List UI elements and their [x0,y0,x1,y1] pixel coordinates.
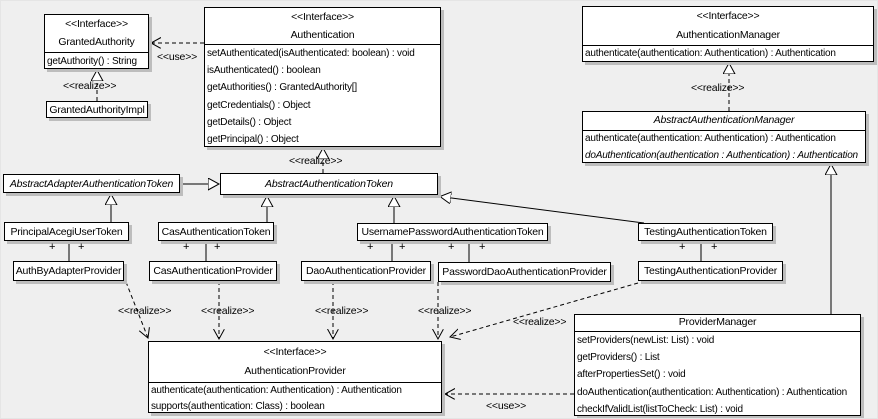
class-method: getAuthorities() : GrantedAuthority[] [207,82,357,94]
class-stereotype: <<Interface>> [263,346,327,358]
class-stereotype: <<Interface>> [65,18,128,30]
class-method: getProviders() : List [577,352,660,364]
edge-label-use: <<use>> [157,51,198,63]
multiplicity-plus: + [78,241,85,253]
class-name: TestingAuthenticationToken [644,226,767,238]
class-testing-authentication-token[interactable]: TestingAuthenticationToken [638,223,773,241]
edge-label-use: <<use>> [486,400,527,412]
edge-label-realize: <<realize>> [201,305,255,317]
edge-gen-testingauthenticationtoken [440,197,645,224]
multiplicity-plus: + [214,241,221,253]
multiplicity-plus: + [399,241,406,253]
class-authentication[interactable]: <<Interface>> Authentication setAuthenti… [204,7,441,147]
class-method: supports(authentication: Class) : boolea… [151,401,325,412]
class-authentication-provider[interactable]: <<Interface>> AuthenticationProvider aut… [148,341,442,413]
class-abstract-authentication-token[interactable]: AbstractAuthenticationToken [220,173,438,195]
class-cas-authentication-provider[interactable]: CasAuthenticationProvider [149,261,277,281]
class-username-password-authentication-token[interactable]: UsernamePasswordAuthenticationToken [357,223,548,241]
class-name: AuthenticationProvider [244,365,346,377]
class-name: AbstractAuthenticationToken [265,178,393,190]
class-method: authenticate(authentication: Authenticat… [585,133,836,144]
class-name: TestingAuthenticationProvider [643,265,778,277]
class-provider-manager[interactable]: ProviderManager setProviders(newList: Li… [574,314,861,416]
class-method: getDetails() : Object [207,116,292,128]
class-name: UsernamePasswordAuthenticationToken [361,226,544,238]
class-testing-authentication-provider[interactable]: TestingAuthenticationProvider [638,261,783,281]
multiplicity-plus: + [679,241,686,253]
edge-label-realize: <<realize>> [118,305,172,317]
class-method: setProviders(newList: List) : void [577,335,715,346]
class-name: AbstractAuthenticationManager [653,114,795,126]
class-method: isAuthenticated() : boolean [207,65,321,77]
edge-realize-authbyadapterprovider [125,281,148,338]
multiplicity-plus: + [367,241,374,253]
multiplicity-plus: + [183,241,190,253]
class-method: authenticate(authentication: Authenticat… [585,48,836,59]
class-authentication-manager[interactable]: <<Interface>> AuthenticationManager auth… [582,6,874,62]
class-method: getAuthority() : String [47,56,137,67]
edge-label-realize: <<realize>> [691,82,745,94]
class-name: CasAuthenticationProvider [153,265,273,277]
class-name: PrincipalAcegiUserToken [10,226,123,238]
class-name: AuthByAdapterProvider [15,265,122,277]
class-granted-authority-impl[interactable]: GrantedAuthorityImpl [46,101,148,118]
multiplicity-plus: + [49,241,56,253]
class-name: GrantedAuthorityImpl [49,104,145,116]
multiplicity-plus: + [479,241,486,253]
class-method: doAuthentication(authentication: Authent… [577,386,847,398]
class-method: afterPropertiesSet() : void [577,369,686,381]
class-granted-authority[interactable]: <<Interface>> GrantedAuthority getAuthor… [44,14,149,69]
class-name: Authentication [290,29,355,41]
class-stereotype: <<Interface>> [696,10,760,22]
edge-realize-testingauthenticationprovider [450,282,639,337]
class-name: ProviderManager [678,316,757,328]
class-name: CasAuthenticationToken [161,226,271,238]
edge-label-realize: <<realize>> [289,155,343,167]
edge-label-realize: <<realize>> [315,305,369,317]
class-abstract-authentication-manager[interactable]: AbstractAuthenticationManager authentica… [582,111,866,163]
multiplicity-plus: + [711,241,718,253]
class-stereotype: <<Interface>> [291,11,354,23]
class-name: AuthenticationManager [676,29,780,41]
edge-label-realize: <<realize>> [513,316,567,328]
class-method: getPrincipal() : Object [207,133,299,145]
class-method: setAuthenticated(isAuthenticated: boolea… [207,48,415,59]
class-name: PasswordDaoAuthenticationProvider [442,266,607,278]
class-dao-authentication-provider[interactable]: DaoAuthenticationProvider [301,261,431,281]
class-abstract-adapter-authentication-token[interactable]: AbstractAdapterAuthenticationToken [3,174,180,193]
multiplicity-plus: + [448,241,455,253]
class-principal-acegi-user-token[interactable]: PrincipalAcegiUserToken [4,222,129,241]
class-name: DaoAuthenticationProvider [306,265,426,277]
edge-label-realize: <<realize>> [418,305,472,317]
class-method: checkIfValidList(listToCheck: List) : vo… [577,403,743,415]
class-method: authenticate(authentication: Authenticat… [151,385,402,396]
class-method: getCredentials() : Object [207,99,311,111]
class-password-dao-authentication-provider[interactable]: PasswordDaoAuthenticationProvider [438,262,611,282]
class-auth-by-adapter-provider[interactable]: AuthByAdapterProvider [13,261,124,281]
class-method: doAuthentication(authentication : Authen… [585,149,858,161]
class-cas-authentication-token[interactable]: CasAuthenticationToken [158,222,274,241]
edge-label-realize: <<realize>> [63,80,117,92]
class-name: AbstractAdapterAuthenticationToken [9,178,174,190]
class-name: GrantedAuthority [58,36,135,48]
